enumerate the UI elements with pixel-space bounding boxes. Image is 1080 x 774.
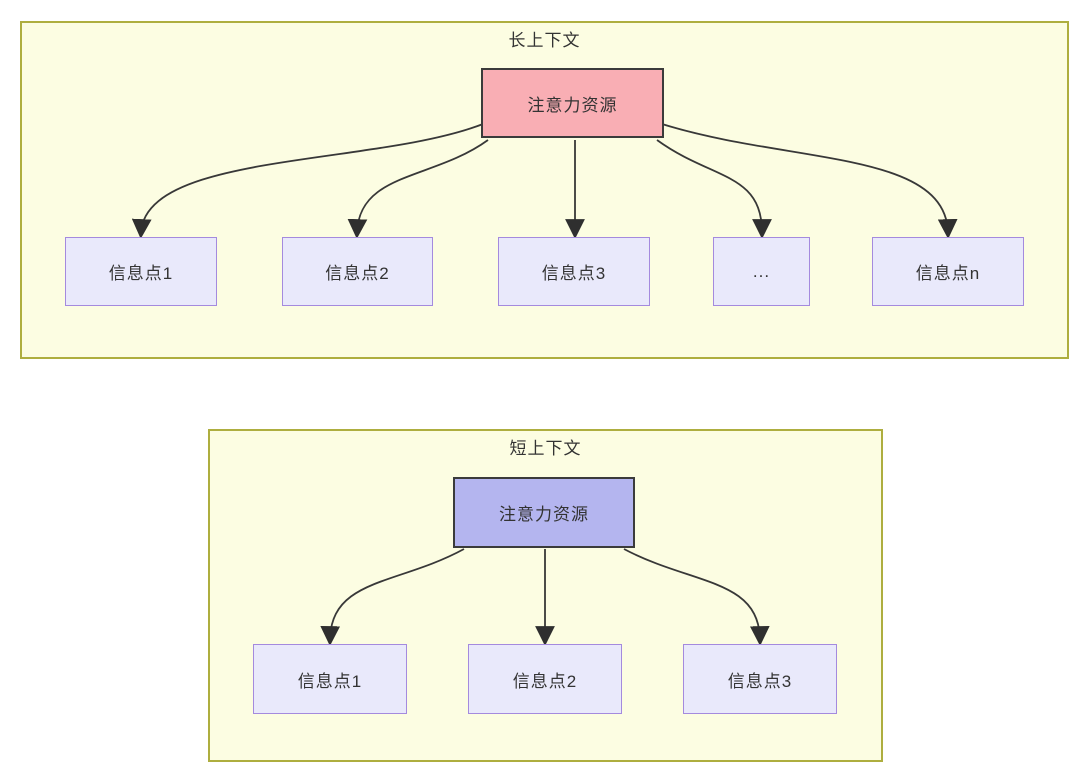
short-info-node-2: 信息点2 [468, 644, 622, 714]
long-info-node-n-label: 信息点n [915, 264, 981, 283]
short-info-node-2-label: 信息点2 [512, 671, 578, 691]
short-attention-resource-label: 注意力资源 [499, 505, 589, 524]
short-info-node-1: 信息点1 [253, 644, 407, 714]
long-info-node-2: 信息点2 [282, 237, 433, 306]
long-info-node-n: 信息点n [872, 237, 1024, 306]
long-context-title: 长上下文 [508, 31, 581, 50]
long-info-node-1-label: 信息点1 [108, 264, 174, 283]
long-info-node-ellipsis-label: ... [752, 261, 771, 281]
long-info-node-1: 信息点1 [65, 237, 217, 306]
long-info-node-3-label: 信息点3 [541, 264, 607, 283]
long-info-node-2-label: 信息点2 [325, 264, 390, 283]
long-attention-resource-node: 注意力资源 [481, 68, 664, 138]
short-info-node-3-label: 信息点3 [727, 671, 793, 691]
long-info-node-3: 信息点3 [498, 237, 650, 306]
short-attention-resource-node: 注意力资源 [453, 477, 635, 548]
long-attention-resource-label: 注意力资源 [527, 95, 618, 115]
short-info-node-3: 信息点3 [683, 644, 837, 714]
short-info-node-1-label: 信息点1 [297, 671, 363, 691]
long-info-node-ellipsis: ... [713, 237, 810, 306]
short-context-title: 短上下文 [509, 439, 582, 458]
